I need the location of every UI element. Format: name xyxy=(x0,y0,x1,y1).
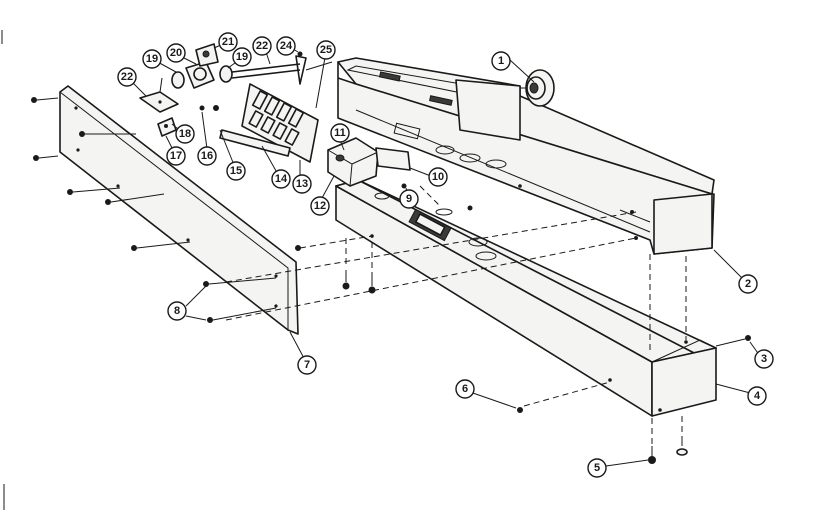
callout-14: 14 xyxy=(271,169,291,189)
callout-18: 18 xyxy=(175,124,195,144)
callout-label: 24 xyxy=(280,40,293,52)
screw xyxy=(207,307,277,323)
callout-21: 21 xyxy=(218,32,238,52)
screw xyxy=(676,440,688,456)
screw xyxy=(715,335,751,347)
upper-housing xyxy=(337,57,715,255)
callout-label: 21 xyxy=(222,36,234,48)
callout-label: 4 xyxy=(754,390,761,402)
motor-unit xyxy=(327,137,411,189)
callout-17: 17 xyxy=(166,146,186,166)
callout-11: 11 xyxy=(330,123,350,143)
callout-label: 22 xyxy=(256,40,268,52)
knob-assembly xyxy=(520,69,555,107)
callout-15: 15 xyxy=(226,161,246,181)
callout-9: 9 xyxy=(399,189,419,209)
screw xyxy=(31,97,59,103)
screw xyxy=(33,155,59,161)
screw xyxy=(517,407,523,413)
callout-label: 2 xyxy=(745,278,751,290)
callout-20: 20 xyxy=(166,43,186,63)
callout-label: 5 xyxy=(594,462,600,474)
screw xyxy=(105,193,165,205)
callout-label: 7 xyxy=(304,359,310,371)
callout-6: 6 xyxy=(455,379,475,399)
screw xyxy=(467,205,473,211)
clip-part xyxy=(157,117,177,137)
callout-label: 1 xyxy=(498,55,504,67)
callout-label: 16 xyxy=(201,150,213,162)
callout-label: 20 xyxy=(170,47,182,59)
switch-row xyxy=(248,90,305,146)
callout-label: 22 xyxy=(121,71,133,83)
callout-8: 8 xyxy=(167,301,187,321)
callout-12: 12 xyxy=(310,196,330,216)
screw xyxy=(131,241,191,251)
screw xyxy=(342,270,350,290)
callout-25: 25 xyxy=(316,40,336,60)
callout-2: 2 xyxy=(738,274,758,294)
callout-7: 7 xyxy=(297,355,317,375)
screw xyxy=(648,446,656,464)
callout-22-top: 22 xyxy=(252,36,272,56)
callout-label: 18 xyxy=(179,128,191,140)
callout-19-left: 19 xyxy=(142,49,162,69)
screw xyxy=(79,131,136,137)
panel-screws xyxy=(31,97,277,323)
callout-label: 12 xyxy=(314,200,326,212)
callout-13: 13 xyxy=(292,174,312,194)
callout-label: 14 xyxy=(275,173,288,185)
callout-label: 11 xyxy=(334,127,346,139)
callout-10: 10 xyxy=(428,167,448,187)
screw xyxy=(67,187,121,195)
callout-22-left: 22 xyxy=(117,67,137,87)
pin-part xyxy=(295,51,333,85)
front-panel xyxy=(59,85,299,335)
switch-board xyxy=(219,83,319,163)
gear-assembly xyxy=(171,43,301,111)
screw xyxy=(295,245,301,251)
callout-1: 1 xyxy=(491,51,511,71)
callout-label: 25 xyxy=(320,44,332,56)
lower-rail xyxy=(335,179,717,417)
callout-label: 10 xyxy=(432,171,444,183)
callout-label: 13 xyxy=(296,178,308,190)
callout-label: 19 xyxy=(146,53,158,65)
callout-label: 6 xyxy=(462,383,468,395)
rail-screws xyxy=(295,205,751,464)
callout-4: 4 xyxy=(747,386,767,406)
callout-label: 19 xyxy=(236,51,248,63)
callout-5: 5 xyxy=(587,458,607,478)
callout-label: 9 xyxy=(406,193,412,205)
bracket xyxy=(139,77,179,113)
callout-label: 17 xyxy=(170,150,182,162)
screw xyxy=(203,277,277,287)
callout-label: 8 xyxy=(174,305,180,317)
callout-16: 16 xyxy=(197,146,217,166)
callout-label: 3 xyxy=(761,353,767,365)
callout-label: 15 xyxy=(230,165,242,177)
callout-3: 3 xyxy=(754,349,774,369)
callout-24: 24 xyxy=(276,36,296,56)
screw xyxy=(368,272,376,294)
callout-19-right: 19 xyxy=(232,47,252,67)
